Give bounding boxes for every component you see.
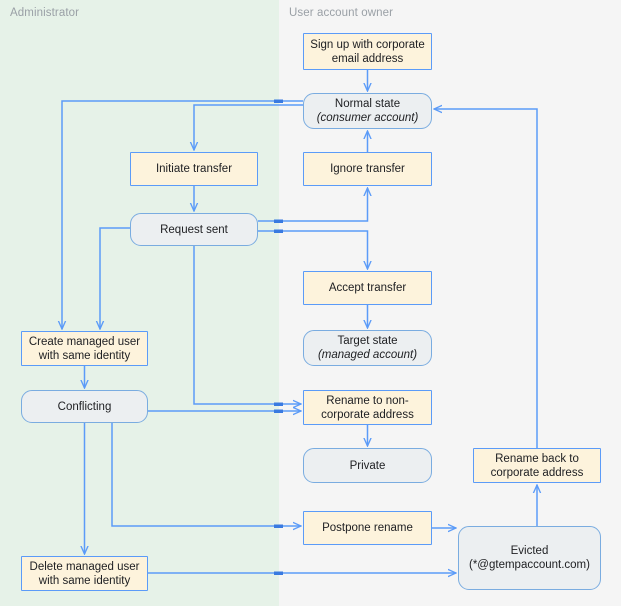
node-label: Ignore transfer xyxy=(330,163,405,175)
node-create-managed-user-with-same-identity[interactable]: Create managed user with same identity xyxy=(21,331,148,366)
node-ignore-transfer[interactable]: Ignore transfer xyxy=(303,152,432,186)
node-label: Initiate transfer xyxy=(155,163,233,175)
node-sublabel: (managed account) xyxy=(317,349,418,361)
node-normal-state[interactable]: Normal state (consumer account) xyxy=(303,93,432,129)
node-rename-to-non-corporate-address[interactable]: Rename to non-corporate address xyxy=(303,390,432,425)
node-label: Accept transfer xyxy=(328,282,407,294)
node-accept-transfer[interactable]: Accept transfer xyxy=(303,271,432,305)
node-private[interactable]: Private xyxy=(303,448,432,483)
node-sublabel: (consumer account) xyxy=(316,112,419,124)
node-label: Target state xyxy=(337,335,398,347)
node-label: Rename to non-corporate address xyxy=(321,394,414,421)
node-label: Private xyxy=(349,459,386,472)
node-request-sent[interactable]: Request sent xyxy=(130,213,258,246)
node-label: Request sent xyxy=(160,223,228,236)
node-sign-up-with-corporate-email-address[interactable]: Sign up with corporate email address xyxy=(303,33,432,70)
node-sublabel: (*@gtempaccount.com) xyxy=(469,559,590,571)
node-label: Create managed user with same identity xyxy=(28,335,141,362)
node-label: Sign up with corporate email address xyxy=(310,38,425,65)
node-target-state[interactable]: Target state (managed account) xyxy=(303,330,432,366)
node-conflicting[interactable]: Conflicting xyxy=(21,390,148,423)
node-label: Evicted xyxy=(510,545,549,557)
node-delete-managed-user-with-same-identity[interactable]: Delete managed user with same identity xyxy=(21,556,148,591)
node-label: Rename back to corporate address xyxy=(490,452,584,479)
node-label: Delete managed user with same identity xyxy=(29,560,140,587)
node-rename-back-to-corporate-address[interactable]: Rename back to corporate address xyxy=(473,448,601,483)
node-label: Postpone rename xyxy=(322,522,413,534)
node-evicted[interactable]: Evicted (*@gtempaccount.com) xyxy=(458,526,601,590)
lane-administrator xyxy=(0,0,279,606)
node-postpone-rename[interactable]: Postpone rename xyxy=(303,511,432,545)
lane-label-administrator: Administrator xyxy=(10,7,80,19)
lane-label-user-account-owner: User account owner xyxy=(289,7,394,19)
node-initiate-transfer[interactable]: Initiate transfer xyxy=(130,152,258,186)
node-label: Conflicting xyxy=(57,400,112,413)
node-label: Normal state xyxy=(334,98,401,110)
